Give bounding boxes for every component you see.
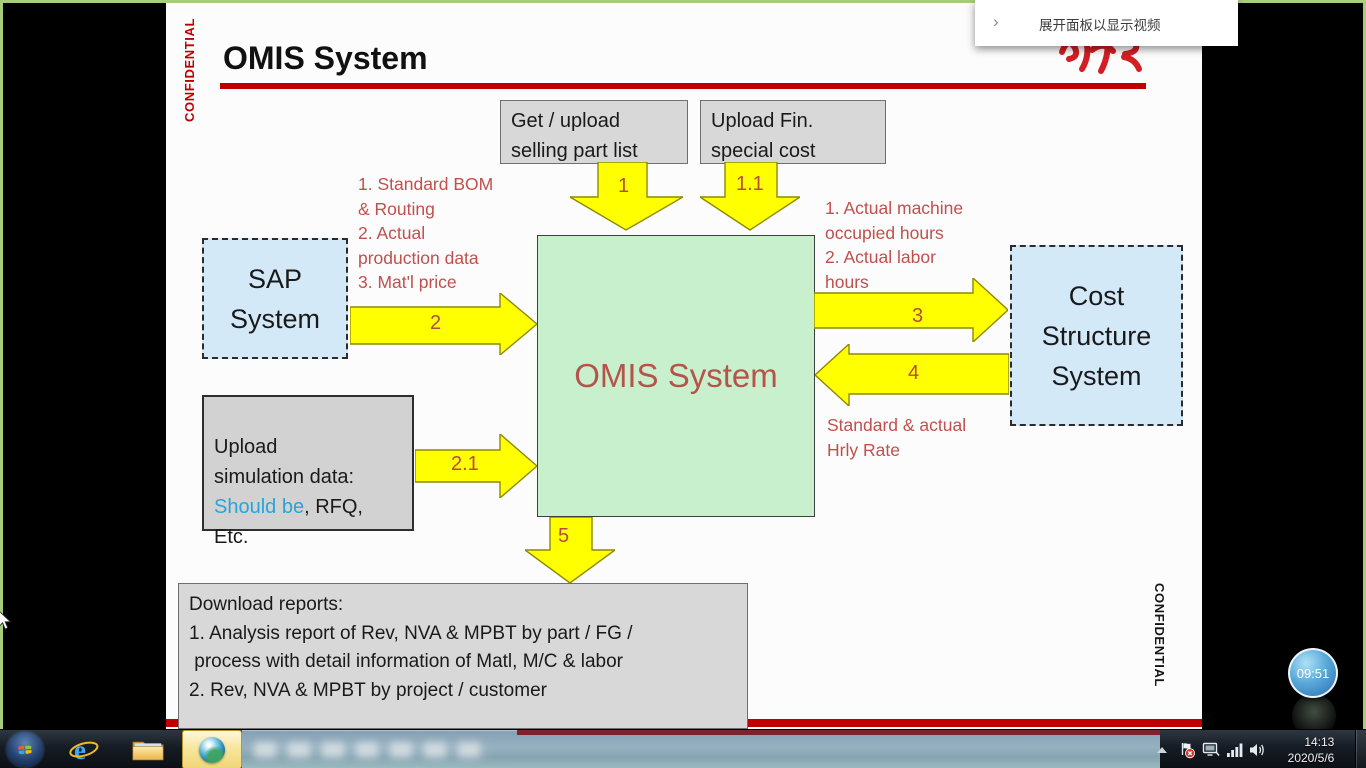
arrow-5-down <box>525 517 615 584</box>
meeting-timer-value: 09:51 <box>1296 665 1330 681</box>
annotation-sap-to-omis: 1. Standard BOM & Routing 2. Actual prod… <box>358 174 494 292</box>
start-button[interactable] <box>4 731 46 768</box>
arrow-1-1-label: 1.1 <box>736 173 764 195</box>
webex-sphere-icon <box>199 736 225 763</box>
taskbar-active-window-button[interactable] <box>242 730 1160 768</box>
box-cost-structure-system: Cost Structure System <box>1010 245 1183 426</box>
box-upload-simulation-data: Upload simulation data: Should be, RFQ, … <box>202 395 414 548</box>
webex-app-button[interactable] <box>182 730 242 768</box>
internet-explorer-icon: e <box>69 735 99 765</box>
arrow-3-label: 3 <box>912 305 924 327</box>
clock-time: 14:13 <box>1304 734 1335 749</box>
arrow-5-label: 5 <box>558 525 570 547</box>
tray-show-hidden-icons[interactable] <box>1152 730 1172 768</box>
internet-explorer-button[interactable]: e <box>60 731 108 768</box>
tray-wireless-signal[interactable] <box>1224 730 1246 768</box>
arrow-2-1-label: 2.1 <box>451 453 479 475</box>
taskbar: e <box>0 729 1366 768</box>
upload-sim-suffix: , RFQ, Etc. <box>214 496 363 548</box>
box-upload-fin-special-cost: Upload Fin. special cost <box>700 100 886 164</box>
box-get-upload-selling-part-list: Get / upload selling part list <box>500 100 688 164</box>
annotation-omis-to-cost: 1. Actual machine occupied hours 2. Actu… <box>825 198 964 292</box>
windows-explorer-button[interactable] <box>120 731 176 768</box>
flag-alert-icon <box>1181 742 1195 758</box>
speaker-icon <box>1250 743 1264 756</box>
arrow-2-1-right <box>415 434 537 498</box>
windows-logo-icon <box>7 732 43 767</box>
tray-action-center[interactable] <box>1176 730 1198 768</box>
signal-bars-icon <box>1226 743 1242 757</box>
presentation-slide: CONFIDENTIAL OMIS System Get / upload se… <box>166 2 1202 729</box>
page-title: OMIS System <box>223 40 428 76</box>
arrow-2-right <box>350 293 537 355</box>
arrow-4-left <box>815 344 1009 406</box>
mouse-cursor <box>0 611 12 630</box>
share-border-right <box>1363 0 1366 729</box>
folder-icon <box>132 741 164 761</box>
expand-panel-label: 展开面板以显示视频 <box>1039 18 1161 33</box>
arrow-1-label: 1 <box>618 175 630 197</box>
arrow-4-label: 4 <box>908 362 920 384</box>
arrow-1-down <box>570 162 683 231</box>
confidential-watermark-left: CONFIDENTIAL <box>182 18 197 122</box>
box-omis-system: OMIS System <box>537 235 815 517</box>
up-arrow-icon <box>1157 746 1167 753</box>
show-desktop-button[interactable] <box>1355 730 1366 768</box>
upload-sim-prefix: Upload simulation data: <box>214 436 355 488</box>
taskbar-glass-reflection <box>517 730 1160 735</box>
tray-volume[interactable] <box>1246 730 1270 768</box>
omis-system-label: OMIS System <box>574 357 778 394</box>
monitor-icon <box>1202 742 1220 756</box>
expand-video-panel[interactable]: › 展开面板以显示视频 <box>975 0 1238 46</box>
box-download-reports: Download reports: 1. Analysis report of … <box>178 583 748 729</box>
clock-date: 2020/5/6 <box>1287 750 1335 765</box>
arrow-3-right <box>814 278 1008 342</box>
chevron-right-icon[interactable]: › <box>993 12 999 31</box>
title-underline <box>220 83 1146 89</box>
meeting-timer-bubble[interactable]: 09:51 <box>1288 648 1338 698</box>
confidential-watermark-right: CONFIDENTIAL <box>1152 583 1167 687</box>
box-sap-system: SAP System <box>202 238 348 359</box>
share-border-left <box>0 0 3 729</box>
upload-sim-should-be: Should be <box>214 496 305 518</box>
tray-clock[interactable]: 14:13 2020/5/6 <box>1270 730 1352 768</box>
blurred-window-title <box>254 742 489 758</box>
arrow-1-1-down <box>700 162 800 231</box>
share-border-top <box>0 0 1366 3</box>
tray-network-device[interactable] <box>1200 730 1222 768</box>
annotation-cost-to-omis: Standard & actual Hrly Rate <box>827 415 967 460</box>
svg-text:e: e <box>74 735 86 765</box>
arrow-2-label: 2 <box>430 312 442 334</box>
